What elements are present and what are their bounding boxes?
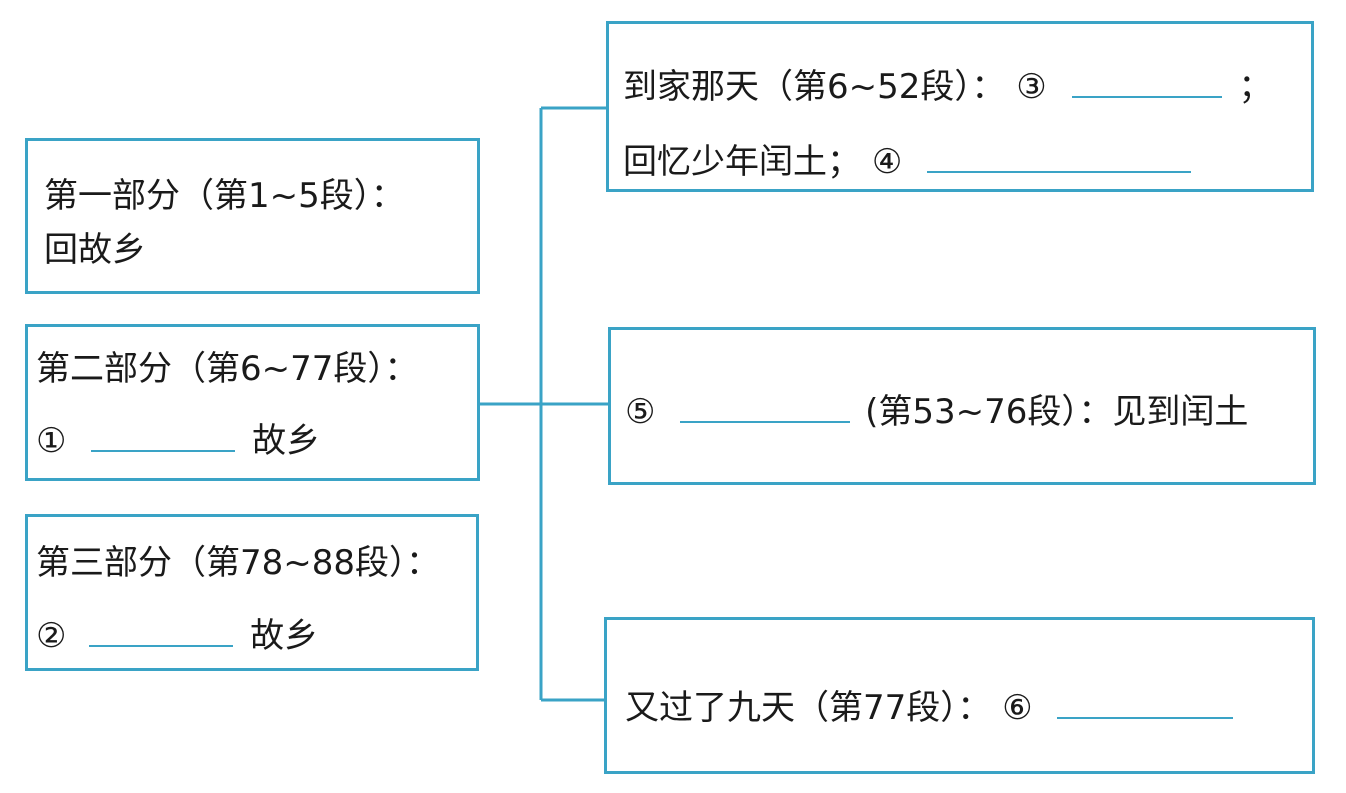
circled-number-3: ③ [1016,67,1047,107]
answer-blank-4[interactable] [927,163,1192,173]
sub2-box: ⑤ (第53~76段）：见到闰土 [608,327,1316,485]
sub1-line1-suffix: ； [1238,67,1273,107]
part3-answer-line: ② 故乡 [36,616,318,656]
part3-suffix: 故乡 [250,616,319,656]
answer-blank-2[interactable] [89,637,234,647]
circled-number-5: ⑤ [625,392,656,432]
sub1-line1-prefix: 到家那天（第6~52段）： [623,67,1006,107]
part2-box: 第二部分（第6~77段）： ① 故乡 [25,324,480,481]
circled-number-6: ⑥ [1002,688,1033,728]
answer-blank-6[interactable] [1057,709,1234,719]
part1-title: 第一部分（第1~5段）： [44,176,405,216]
sub3-line: 又过了九天（第77段）： ⑥ [625,688,1234,728]
sub2-suffix: (第53~76段）：见到闰土 [865,392,1249,432]
circled-number-2: ② [36,616,67,656]
sub3-prefix: 又过了九天（第77段）： [625,688,992,728]
part3-title: 第三部分（第78~88段）： [36,543,441,583]
sub1-line2: 回忆少年闰土； ④ [623,142,1192,182]
part3-box: 第三部分（第78~88段）： ② 故乡 [25,514,479,671]
part2-title: 第二部分（第6~77段）： [36,349,419,389]
answer-blank-3[interactable] [1071,88,1222,98]
part2-answer-line: ① 故乡 [36,421,320,461]
part1-summary: 回故乡 [44,230,146,270]
part2-suffix: 故乡 [252,421,321,461]
answer-blank-5[interactable] [680,413,851,423]
sub2-line: ⑤ (第53~76段）：见到闰土 [625,392,1248,432]
sub3-box: 又过了九天（第77段）： ⑥ [604,617,1315,774]
sub1-box: 到家那天（第6~52段）： ③ ； 回忆少年闰土； ④ [606,21,1314,192]
answer-blank-1[interactable] [91,442,236,452]
circled-number-1: ① [36,421,67,461]
part1-box: 第一部分（第1~5段）： 回故乡 [25,138,480,294]
circled-number-4: ④ [871,142,903,182]
sub1-line2-prefix: 回忆少年闰土； [623,142,861,182]
sub1-line1: 到家那天（第6~52段）： ③ ； [623,67,1272,107]
